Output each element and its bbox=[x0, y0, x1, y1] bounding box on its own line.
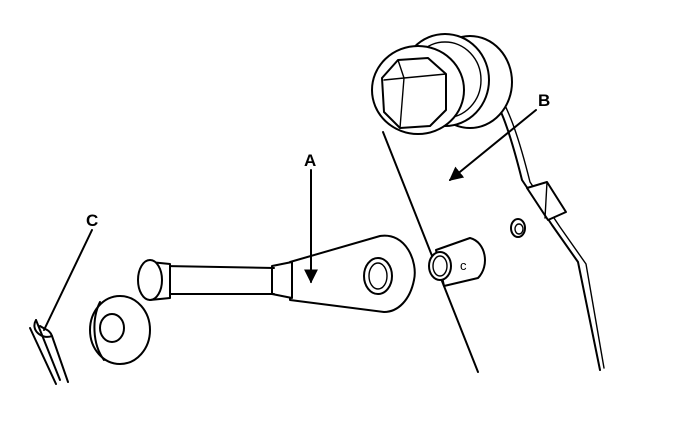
callout-a: A bbox=[304, 151, 318, 284]
bushing: c bbox=[428, 237, 486, 287]
label-a: A bbox=[304, 151, 316, 170]
callout-b: B bbox=[448, 91, 550, 181]
bushing-label: c bbox=[460, 258, 467, 273]
bolt-nut bbox=[371, 33, 513, 135]
label-c: C bbox=[86, 211, 98, 230]
washer bbox=[89, 295, 151, 365]
rod-end bbox=[137, 234, 416, 313]
cotter-pin bbox=[29, 319, 69, 385]
label-b: B bbox=[538, 91, 550, 110]
callout-c: C bbox=[43, 211, 98, 331]
